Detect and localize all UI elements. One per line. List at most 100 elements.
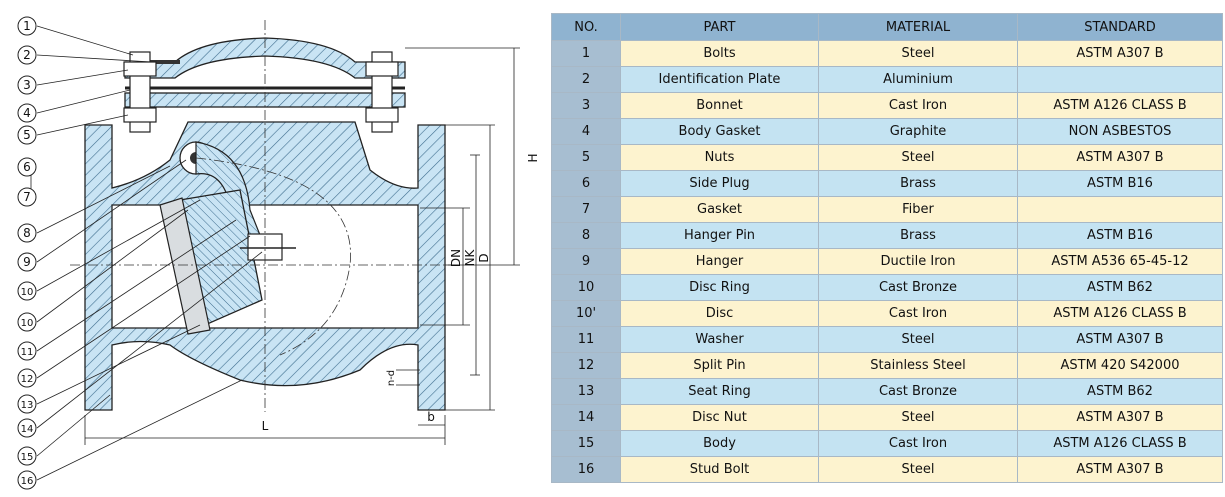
cell-no: 13: [551, 378, 621, 405]
callout-circle: [17, 281, 37, 301]
cell-no: 10': [551, 300, 621, 327]
cell-part: Stud Bolt: [620, 456, 819, 483]
cell-material: Fiber: [818, 196, 1018, 223]
dim-l-label: L: [262, 419, 269, 433]
callout-label: 10: [21, 287, 34, 298]
callout-circle: [17, 394, 37, 414]
dim-nd-label: n-d: [386, 370, 397, 386]
header-part: PART: [620, 13, 819, 41]
callout-circle: [17, 16, 37, 36]
cell-material: Steel: [818, 456, 1018, 483]
callout-circle: [17, 187, 37, 207]
callout-label: 9: [23, 255, 31, 269]
cell-standard: ASTM A307 B: [1017, 456, 1223, 483]
cell-standard: [1017, 66, 1223, 93]
cell-standard: [1017, 196, 1223, 223]
cell-standard: ASTM B62: [1017, 274, 1223, 301]
cell-standard: ASTM B16: [1017, 222, 1223, 249]
cell-standard: ASTM B62: [1017, 378, 1223, 405]
cell-part: Nuts: [620, 144, 819, 171]
cell-part: Hanger: [620, 248, 819, 275]
valve-cross-section-drawing: H DN NK D n-d L b 1234567891010111213141…: [17, 16, 540, 490]
callout-label: 11: [21, 347, 34, 358]
callout-label: 4: [23, 106, 31, 120]
cell-no: 4: [551, 118, 621, 145]
callout-label: 1: [23, 19, 31, 33]
cell-standard: ASTM A307 B: [1017, 326, 1223, 353]
cell-no: 7: [551, 196, 621, 223]
cell-part: Bolts: [620, 40, 819, 67]
callout-circle: [17, 418, 37, 438]
callout-label: 8: [23, 226, 31, 240]
callout-circle: [17, 125, 37, 145]
cell-part: Body Gasket: [620, 118, 819, 145]
callout-circle: [17, 470, 37, 490]
dimension-lines: [84, 47, 520, 445]
callout-circle: [17, 341, 37, 361]
cell-part: Seat Ring: [620, 378, 819, 405]
seat-ring: [159, 197, 211, 335]
cell-material: Cast Bronze: [818, 274, 1018, 301]
cell-no: 9: [551, 248, 621, 275]
cell-material: Cast Iron: [818, 92, 1018, 119]
cell-part: Split Pin: [620, 352, 819, 379]
callout-circle: [17, 75, 37, 95]
cell-standard: ASTM 420 S42000: [1017, 352, 1223, 379]
dim-nk-label: NK: [463, 248, 477, 266]
cell-no: 16: [551, 456, 621, 483]
callout-label: 16: [21, 476, 34, 487]
dim-b-label: b: [427, 410, 435, 424]
cell-no: 3: [551, 92, 621, 119]
header-material: MATERIAL: [818, 13, 1018, 41]
callout-label: 3: [23, 78, 31, 92]
cell-part: Gasket: [620, 196, 819, 223]
cell-standard: ASTM A536 65-45-12: [1017, 248, 1223, 275]
valve-body: [84, 121, 446, 411]
callout-circle: [17, 252, 37, 272]
cell-standard: ASTM A126 CLASS B: [1017, 430, 1223, 457]
callout-circle: [17, 368, 37, 388]
cell-part: Washer: [620, 326, 819, 353]
header-no: NO.: [551, 13, 621, 41]
cell-material: Aluminium: [818, 66, 1018, 93]
cell-standard: ASTM B16: [1017, 170, 1223, 197]
callout-label: 5: [23, 128, 31, 142]
bolts: [123, 51, 399, 133]
callout-label: 12: [21, 374, 34, 385]
dim-d-label: D: [477, 253, 491, 262]
cell-part: Disc Ring: [620, 274, 819, 301]
cell-material: Steel: [818, 40, 1018, 67]
cell-material: Steel: [818, 404, 1018, 431]
cell-no: 8: [551, 222, 621, 249]
cell-material: Cast Iron: [818, 430, 1018, 457]
callout-label: 7: [23, 190, 31, 204]
cell-no: 5: [551, 144, 621, 171]
dim-h-label: H: [526, 153, 540, 162]
callout-label: 2: [23, 48, 31, 62]
cell-no: 1: [551, 40, 621, 67]
callout-circle: [17, 157, 37, 177]
callout-label: 6: [23, 160, 31, 174]
cell-no: 11: [551, 326, 621, 353]
callout-circle: [17, 446, 37, 466]
cell-material: Steel: [818, 326, 1018, 353]
cell-standard: ASTM A307 B: [1017, 144, 1223, 171]
callout-label: 10: [21, 318, 34, 329]
cell-part: Identification Plate: [620, 66, 819, 93]
cell-material: Cast Bronze: [818, 378, 1018, 405]
